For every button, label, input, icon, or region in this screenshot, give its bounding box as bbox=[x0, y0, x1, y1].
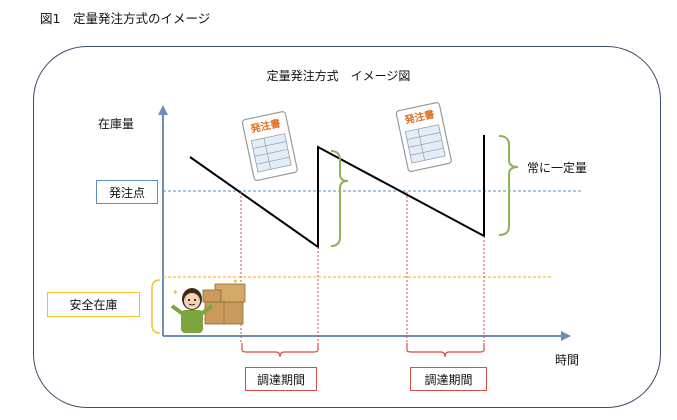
order-form-icon: 発注書 bbox=[395, 102, 452, 172]
lead-time-label-1: 調達期間 bbox=[245, 367, 317, 391]
reorder-point-label: 発注点 bbox=[96, 180, 158, 204]
worker-with-boxes-icon: ✦ ✦ bbox=[170, 277, 246, 333]
safety-stock-bracket bbox=[151, 279, 161, 334]
diagram-title: 定量発注方式 イメージ図 bbox=[266, 69, 411, 83]
lead-time-brace-2 bbox=[406, 343, 485, 358]
lead-time-brace-1 bbox=[241, 343, 319, 358]
order-quantity-brace bbox=[330, 150, 349, 247]
svg-text:✦: ✦ bbox=[172, 288, 179, 297]
lead-time-label-2: 調達期間 bbox=[410, 367, 487, 391]
x-axis-label: 時間 bbox=[555, 353, 580, 367]
diagram-frame bbox=[33, 46, 661, 408]
inventory-level-line bbox=[189, 135, 485, 249]
safety-stock-label: 安全在庫 bbox=[47, 292, 140, 317]
svg-text:✦: ✦ bbox=[232, 277, 239, 286]
constant-quantity-brace bbox=[498, 135, 519, 236]
y-axis-arrow bbox=[158, 105, 168, 115]
order-form-icon: 発注書 bbox=[241, 111, 298, 181]
figure-caption: 図1 定量発注方式のイメージ bbox=[40, 11, 211, 26]
x-axis-arrow bbox=[561, 331, 571, 341]
y-axis-label: 在庫量 bbox=[98, 117, 135, 131]
constant-quantity-label: 常に一定量 bbox=[527, 161, 588, 175]
